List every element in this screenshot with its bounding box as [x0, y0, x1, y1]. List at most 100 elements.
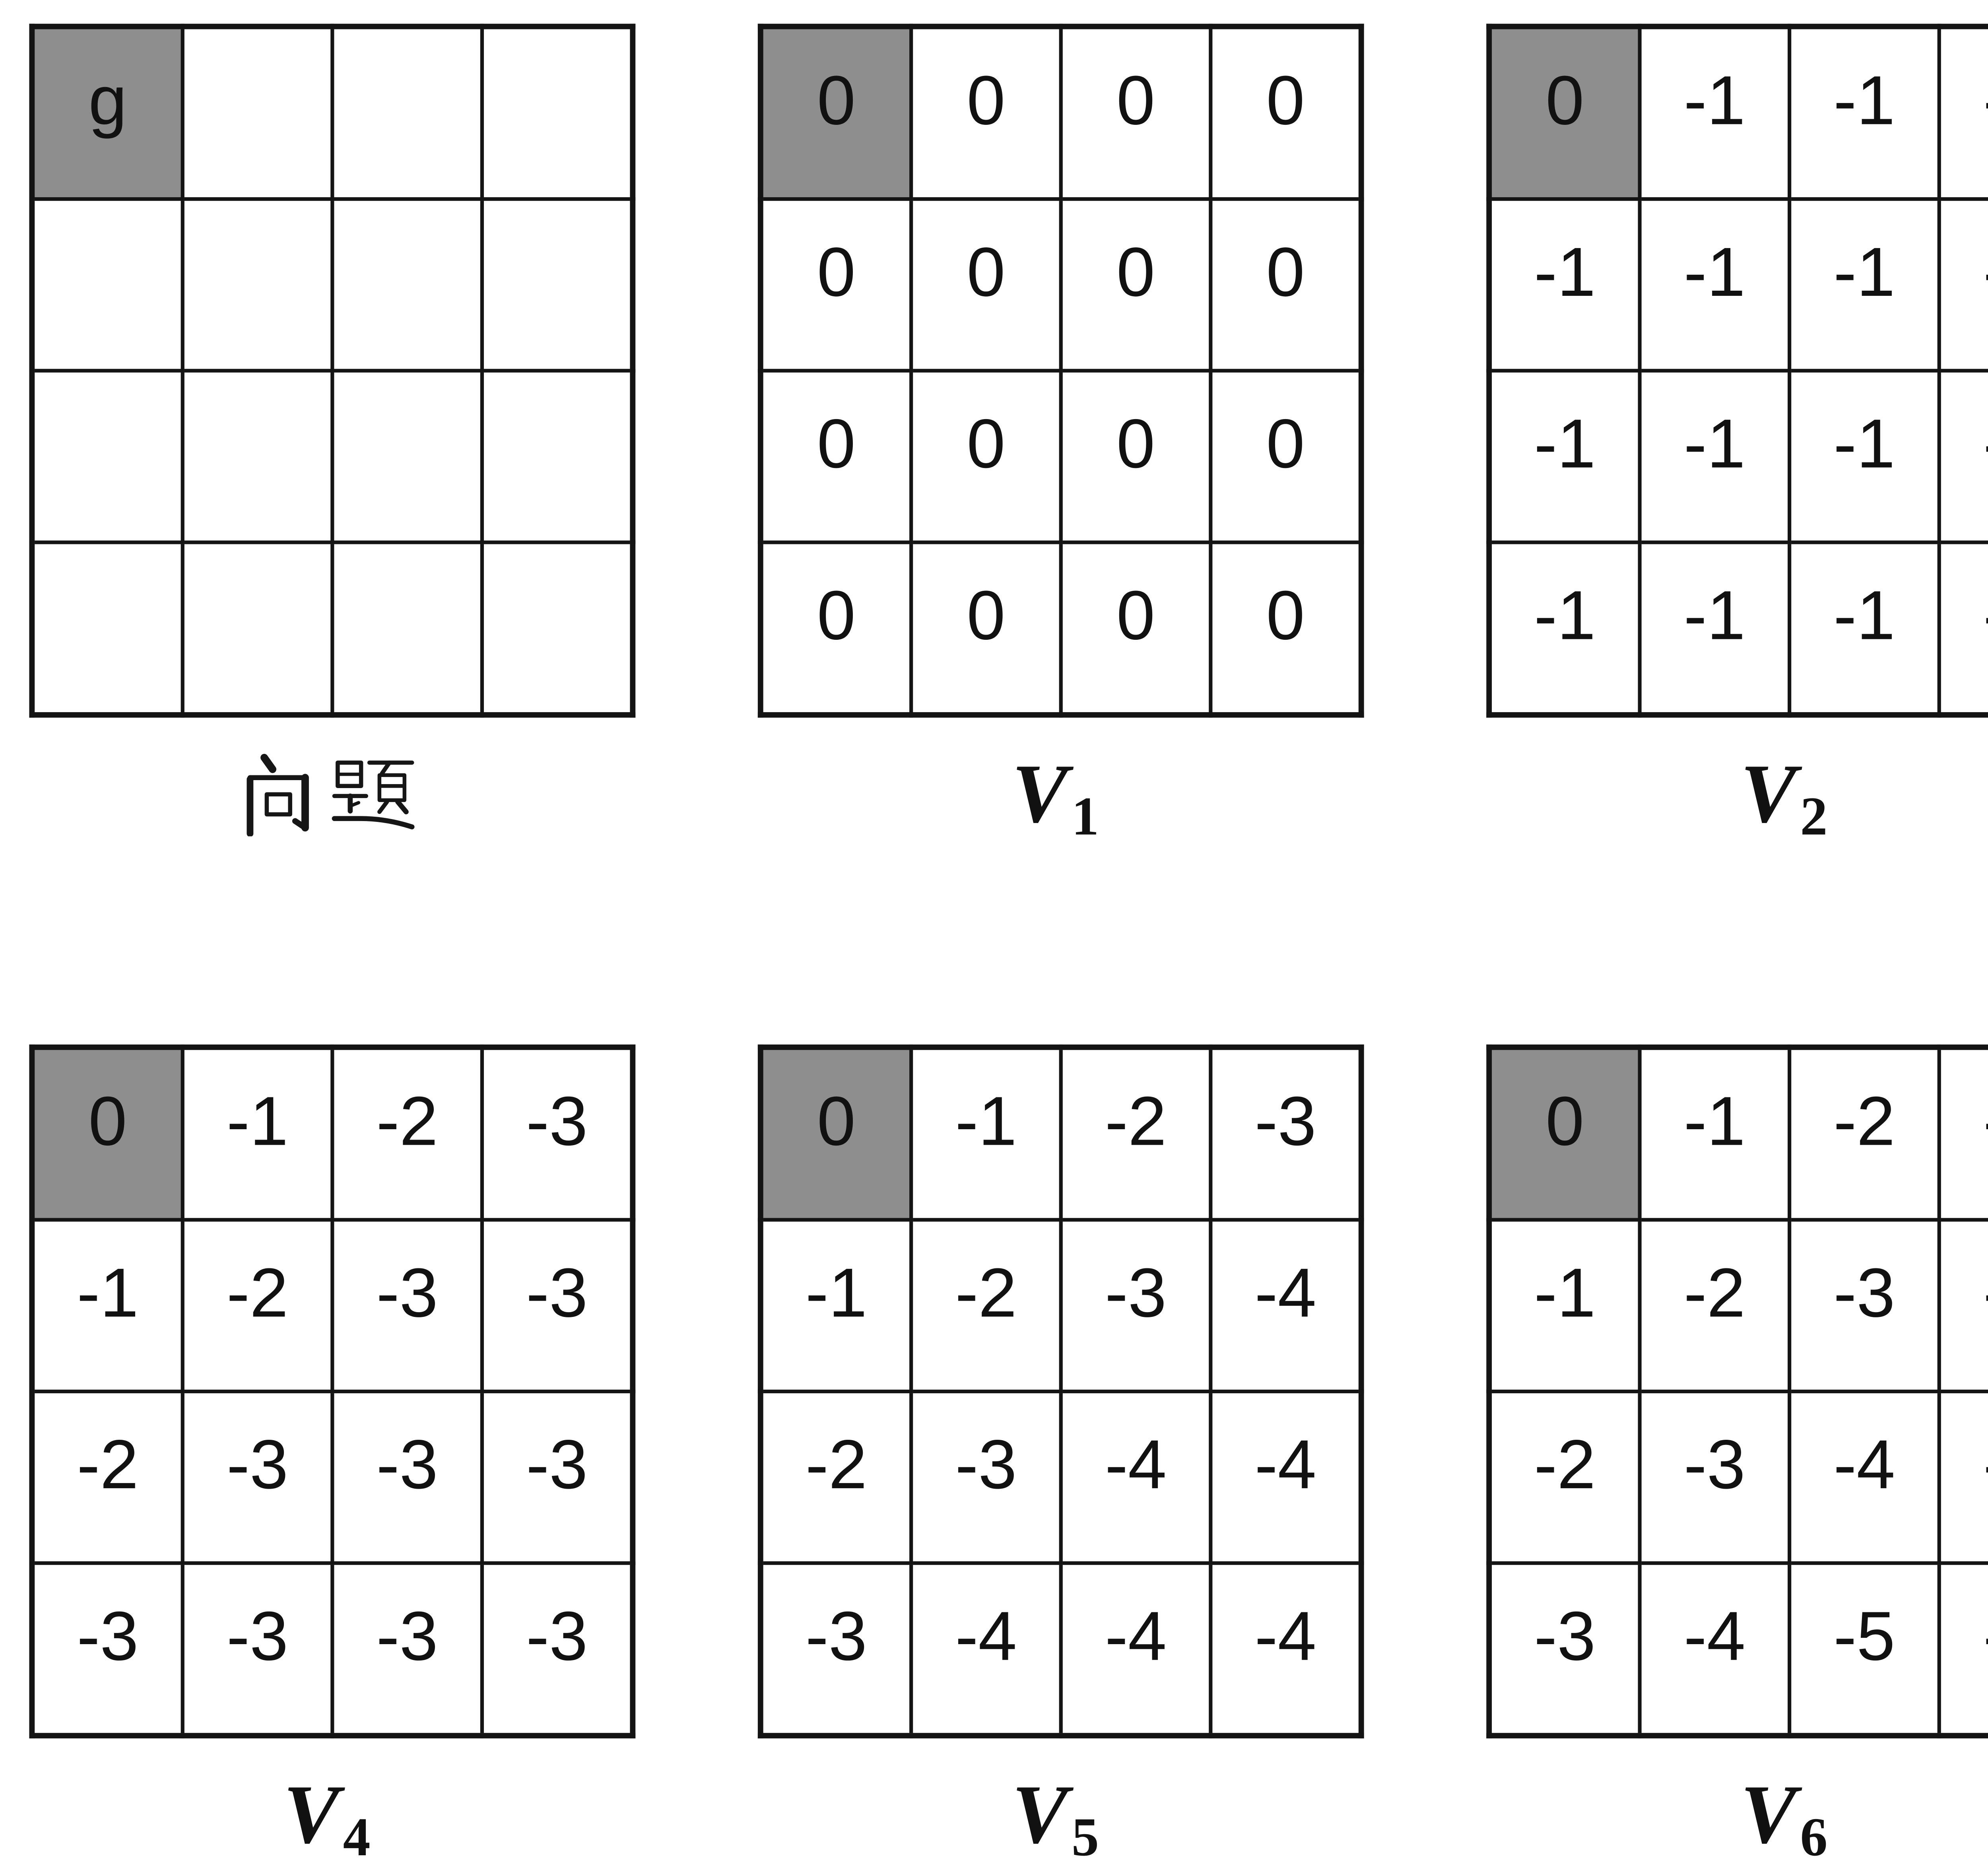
grid-cell — [181, 369, 334, 544]
v2-grid: 0-1-1-1-1-1-1-1-1-1-1-1-1-1-1-1 V2 — [1486, 23, 1988, 846]
grid-cell: 0 — [1059, 197, 1213, 373]
grid-cell: -2 — [1487, 1389, 1642, 1565]
grid-cell — [181, 197, 334, 373]
goal-cell: 0 — [1487, 1045, 1642, 1222]
v5-grid-table: 0-1-2-3-1-2-3-4-2-3-4-4-3-4-4-4 — [757, 1044, 1364, 1739]
v-label-subscript: 1 — [1072, 787, 1099, 847]
grid-cell: -1 — [909, 1045, 1063, 1222]
grid-cell: -2 — [909, 1218, 1063, 1394]
grid-cell: -3 — [30, 1561, 184, 1738]
grid-cell: -1 — [1638, 25, 1792, 201]
goal-cell: 0 — [759, 25, 913, 201]
v-label-subscript: 2 — [1800, 787, 1828, 847]
grid-cell: -1 — [1937, 369, 1988, 544]
grid-cell: -2 — [1638, 1218, 1792, 1394]
v-label-base: V — [1740, 1767, 1797, 1861]
grid-cell — [480, 197, 635, 373]
grid-cell: -3 — [181, 1561, 334, 1738]
grid-cell: -5 — [1937, 1389, 1988, 1565]
grid-cell: -3 — [480, 1389, 635, 1565]
grid-cell: -1 — [759, 1218, 913, 1394]
grid-cell: -2 — [1059, 1045, 1213, 1222]
grid-cell: -4 — [1788, 1389, 1941, 1565]
grid-cell: -1 — [1638, 1045, 1792, 1222]
grid-cell: 0 — [759, 369, 913, 544]
grid-cell: -3 — [909, 1389, 1063, 1565]
grid-cell: -1 — [1487, 540, 1642, 717]
grid-cell: 0 — [909, 25, 1063, 201]
problem-grid-table: g — [29, 23, 636, 718]
goal-cell: 0 — [30, 1045, 184, 1222]
grid-cell: -1 — [1937, 540, 1988, 717]
grid-cell — [30, 369, 184, 544]
grid-cell: -5 — [1788, 1561, 1941, 1738]
grid-cell: -2 — [759, 1389, 913, 1565]
grid-cell: -1 — [1788, 25, 1941, 201]
grid-cell: -3 — [480, 1561, 635, 1738]
grid-cell — [330, 197, 484, 373]
goal-cell: 0 — [1487, 25, 1642, 201]
grid-cell: 0 — [759, 540, 913, 717]
v6-grid-table: 0-1-2-3-1-2-3-4-2-3-4-5-3-4-5-5 — [1486, 1044, 1988, 1739]
v2-grid-table: 0-1-1-1-1-1-1-1-1-1-1-1-1-1-1-1 — [1486, 23, 1988, 718]
v-label-base: V — [1740, 747, 1797, 840]
v6-grid: 0-1-2-3-1-2-3-4-2-3-4-5-3-4-5-5 V6 — [1486, 1044, 1988, 1866]
v-label-subscript: 6 — [1800, 1808, 1828, 1868]
grid-cell — [330, 25, 484, 201]
grid-cell — [330, 369, 484, 544]
grid-cell: 0 — [1059, 369, 1213, 544]
grid-cell: -1 — [1487, 369, 1642, 544]
grid-cell: -3 — [1788, 1218, 1941, 1394]
grid-cell: -3 — [330, 1218, 484, 1394]
grid-cell: -1 — [1638, 540, 1792, 717]
grid-cell: -3 — [330, 1389, 484, 1565]
grid-cell — [30, 540, 184, 717]
grid-cell: -4 — [1209, 1389, 1363, 1565]
grid-cell — [480, 369, 635, 544]
grid-cell: -4 — [909, 1561, 1063, 1738]
grid-cell: -1 — [1788, 197, 1941, 373]
problem-grid: g — [29, 23, 636, 846]
grid-cell: -1 — [1788, 369, 1941, 544]
grid-cell: 0 — [759, 197, 913, 373]
grid-cell: -3 — [1059, 1218, 1213, 1394]
v-label-base: V — [283, 1767, 340, 1861]
grid-cell: -3 — [480, 1045, 635, 1222]
grid-cell: -3 — [181, 1389, 334, 1565]
grid-cell: 0 — [909, 369, 1063, 544]
grid-cell: -4 — [1638, 1561, 1792, 1738]
grid-cell: -1 — [1788, 540, 1941, 717]
grid-row-1: g — [29, 23, 1988, 846]
grid-cell: -3 — [330, 1561, 484, 1738]
grid-cell: -3 — [1209, 1045, 1363, 1222]
grid-cell: 0 — [1209, 369, 1363, 544]
grid-cell — [30, 197, 184, 373]
v-label-base: V — [1011, 1767, 1068, 1861]
grid-cell: -1 — [1487, 1218, 1642, 1394]
wen-glyph — [247, 753, 309, 837]
cjk-wenti-glyph — [247, 753, 415, 837]
ti-glyph — [332, 760, 415, 829]
grid-cell: -4 — [1937, 1218, 1988, 1394]
grid-cell: -3 — [1487, 1561, 1642, 1738]
grid-cell: 0 — [909, 197, 1063, 373]
v-label-subscript: 5 — [1072, 1808, 1099, 1868]
grid-cell — [480, 540, 635, 717]
grid-cell: -3 — [1638, 1389, 1792, 1565]
v-label-subscript: 4 — [343, 1808, 371, 1868]
grid-cell: -1 — [1937, 25, 1988, 201]
grid-cell: 0 — [1209, 25, 1363, 201]
grid-cell: 0 — [1209, 540, 1363, 717]
grid-cell: -3 — [480, 1218, 635, 1394]
grid-cell: 0 — [1059, 25, 1213, 201]
grid-cell: -5 — [1937, 1561, 1988, 1738]
